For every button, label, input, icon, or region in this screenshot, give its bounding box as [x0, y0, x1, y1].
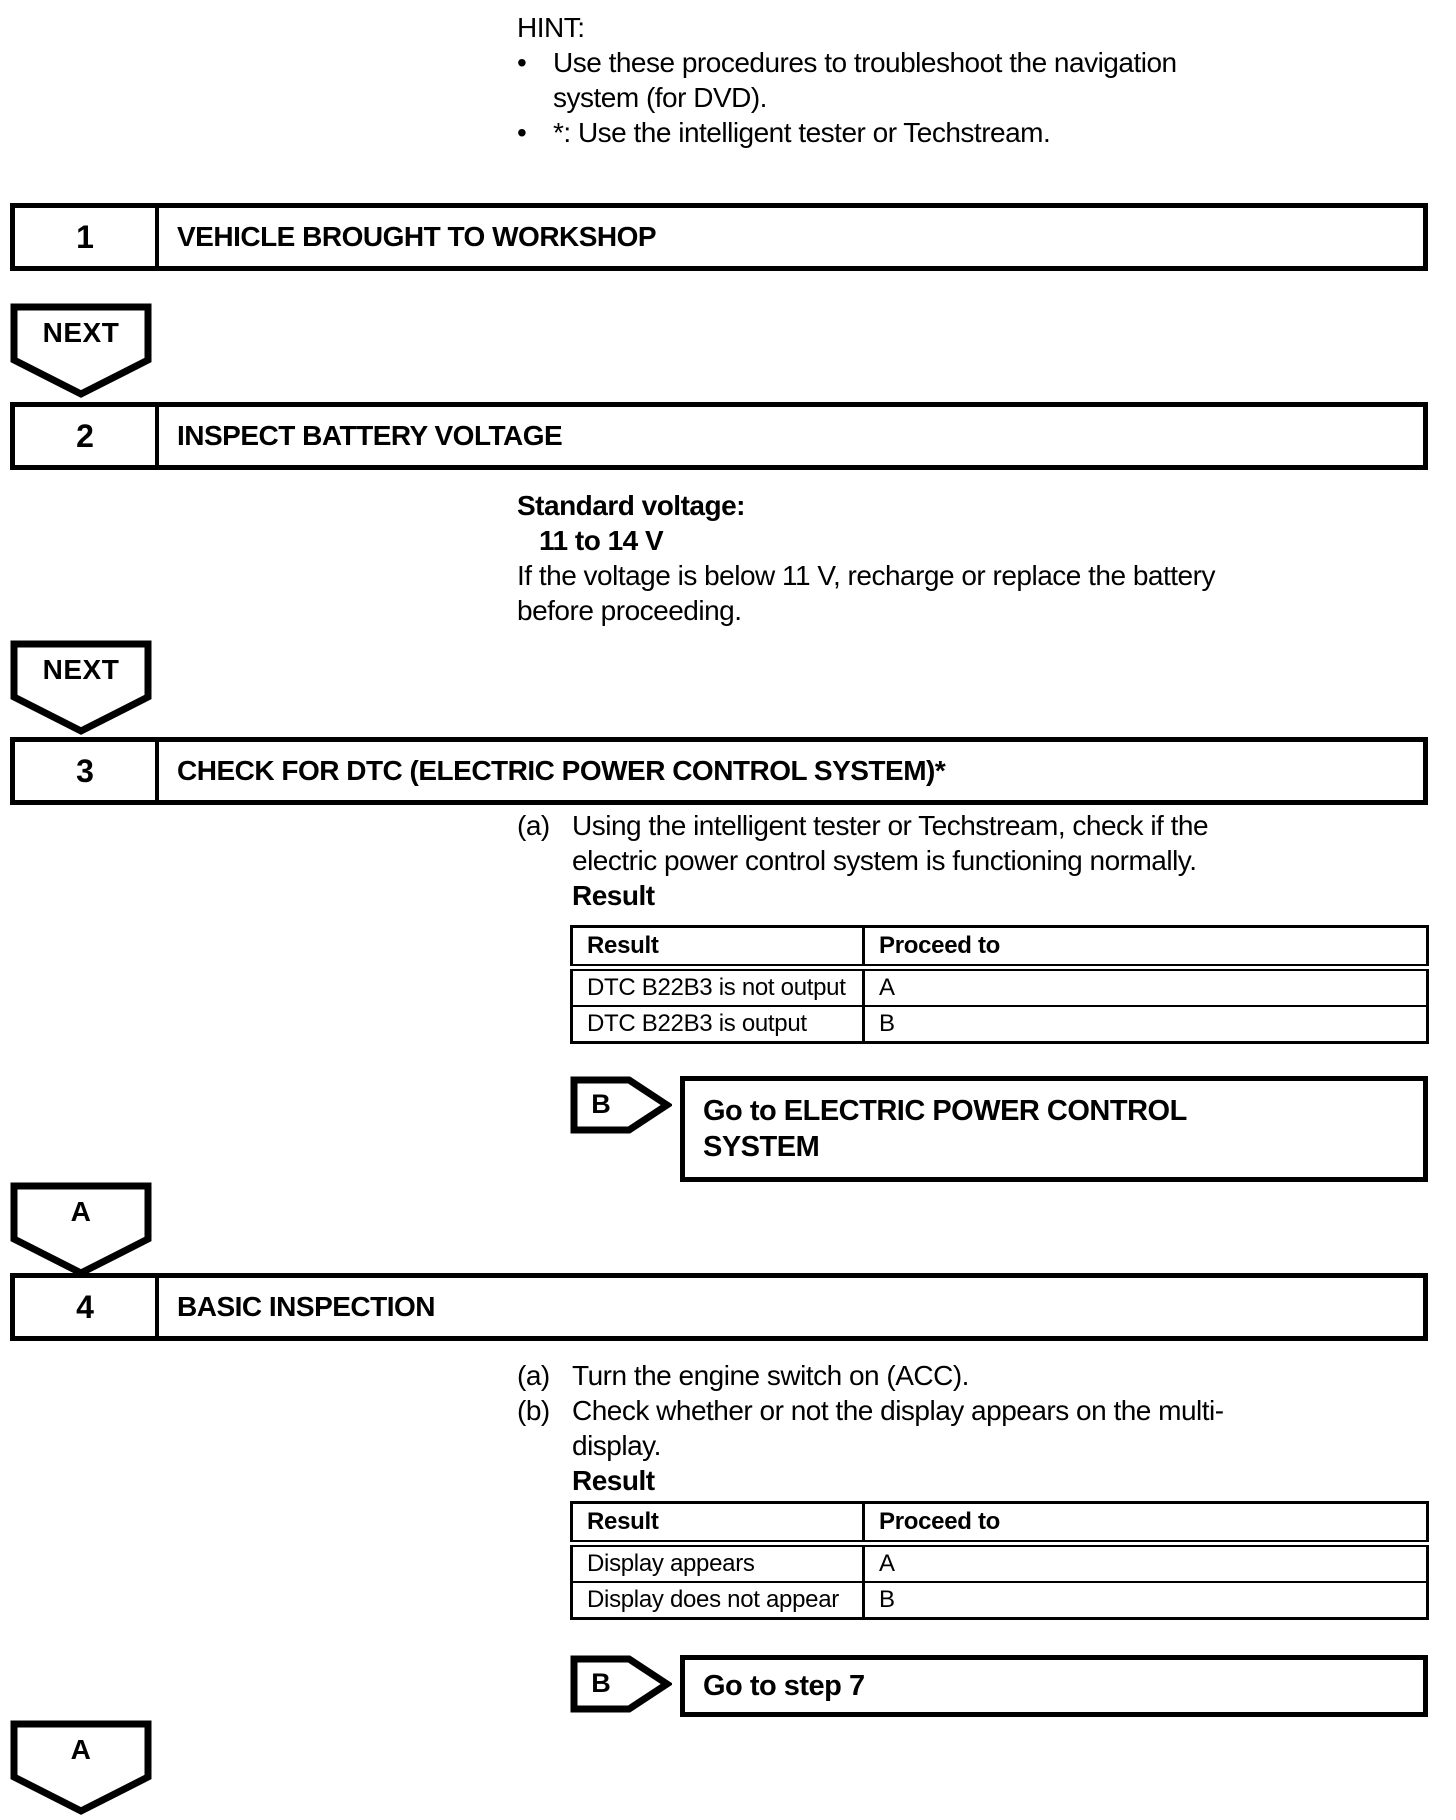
- step-3-title: CHECK FOR DTC (ELECTRIC POWER CONTROL SY…: [177, 755, 946, 786]
- step-2-box: 2 INSPECT BATTERY VOLTAGE: [10, 402, 1428, 470]
- table-row: DTC B22B3 is not output A: [570, 966, 1429, 1007]
- step-3-item-a-line-2: electric power control system is functio…: [572, 845, 1197, 876]
- proceed-to-column-header: Proceed to: [862, 925, 1429, 971]
- step-3-item-a: (a) Using the intelligent tester or Tech…: [517, 808, 1209, 913]
- step-4-item-b-line-1: Check whether or not the display appears…: [572, 1395, 1224, 1426]
- step-4-number: 4: [15, 1278, 159, 1336]
- branch-b-label: B: [591, 1088, 611, 1119]
- goto-step-7-text: Go to step 7: [703, 1670, 865, 1702]
- standard-voltage-heading: Standard voltage:: [517, 490, 745, 521]
- result-label: Result: [572, 1465, 655, 1496]
- result-column-header: Result: [570, 1501, 865, 1547]
- item-a-marker: (a): [517, 1360, 550, 1391]
- goto-electric-power-box: Go to ELECTRIC POWER CONTROL SYSTEM: [680, 1076, 1428, 1182]
- pennant-down-icon: [10, 1720, 152, 1815]
- step-3-result-table: Result Proceed to DTC B22B3 is not outpu…: [570, 925, 1429, 1044]
- table-row: Display appears A: [570, 1542, 1429, 1583]
- bullet-icon: •: [517, 117, 527, 148]
- goto-line-2: SYSTEM: [703, 1131, 820, 1163]
- pennant-down-icon: [10, 1182, 152, 1277]
- next-banner-2-label: NEXT: [42, 654, 120, 685]
- goto-line-1: Go to ELECTRIC POWER CONTROL: [703, 1095, 1187, 1127]
- step-4-item-a: (a) Turn the engine switch on (ACC).: [517, 1358, 1224, 1393]
- item-b-marker: (b): [517, 1395, 550, 1426]
- voltage-note-line-1: If the voltage is below 11 V, recharge o…: [517, 560, 1215, 591]
- pennant-right-icon: [570, 1655, 674, 1713]
- step-4-title: BASIC INSPECTION: [177, 1291, 436, 1322]
- step-1-box: 1 VEHICLE BROUGHT TO WORKSHOP: [10, 203, 1428, 271]
- result-column-header: Result: [570, 925, 865, 971]
- step-2-number: 2: [15, 407, 159, 465]
- step-4-branch-b: B Go to step 7: [570, 1655, 1428, 1717]
- goto-step-7-box: Go to step 7: [680, 1655, 1428, 1717]
- step-1-title: VEHICLE BROUGHT TO WORKSHOP: [177, 221, 657, 252]
- step-3-item-a-line-1: Using the intelligent tester or Techstre…: [572, 810, 1209, 841]
- step-4-item-a-text: Turn the engine switch on (ACC).: [572, 1360, 969, 1391]
- result-cell: Display does not appear: [570, 1581, 865, 1620]
- result-label: Result: [572, 880, 655, 911]
- step-4-result-table: Result Proceed to Display appears A Disp…: [570, 1501, 1429, 1620]
- next-banner-1-label: NEXT: [42, 317, 120, 348]
- table-header-row: Result Proceed to: [570, 925, 1429, 971]
- hint-item-1: • Use these procedures to troubleshoot t…: [517, 45, 1177, 80]
- step-4-items: (a) Turn the engine switch on (ACC). (b)…: [517, 1358, 1224, 1498]
- pennant-down-icon: [10, 640, 152, 735]
- result-cell: DTC B22B3 is output: [570, 1005, 865, 1044]
- pennant-down-icon: [10, 303, 152, 398]
- step-4-item-b: (b) Check whether or not the display app…: [517, 1393, 1224, 1498]
- a-banner-2: A: [10, 1720, 152, 1816]
- proceed-cell: B: [862, 1005, 1429, 1044]
- table-row: DTC B22B3 is output B: [570, 1005, 1429, 1044]
- branch-b-arrow: B: [570, 1655, 674, 1713]
- hint-block: HINT: • Use these procedures to troubles…: [517, 10, 1177, 150]
- result-cell: DTC B22B3 is not output: [570, 966, 865, 1007]
- proceed-to-column-header: Proceed to: [862, 1501, 1429, 1547]
- hint-item-1-line-1: Use these procedures to troubleshoot the…: [553, 47, 1177, 78]
- step-1-number: 1: [15, 208, 159, 266]
- branch-b-label: B: [591, 1667, 611, 1698]
- item-a-marker: (a): [517, 810, 550, 841]
- step-2-title: INSPECT BATTERY VOLTAGE: [177, 420, 563, 451]
- next-banner-1: NEXT: [10, 303, 152, 399]
- step-3-box: 3 CHECK FOR DTC (ELECTRIC POWER CONTROL …: [10, 737, 1428, 805]
- table-header-row: Result Proceed to: [570, 1501, 1429, 1547]
- step-2-detail: Standard voltage: 11 to 14 V If the volt…: [517, 488, 1215, 628]
- voltage-note-line-2: before proceeding.: [517, 595, 742, 626]
- proceed-cell: A: [862, 966, 1429, 1007]
- proceed-cell: B: [862, 1581, 1429, 1620]
- pennant-right-icon: [570, 1076, 674, 1134]
- hint-item-1-line-2: system (for DVD).: [553, 82, 767, 113]
- result-cell: Display appears: [570, 1542, 865, 1583]
- step-4-box: 4 BASIC INSPECTION: [10, 1273, 1428, 1341]
- proceed-cell: A: [862, 1542, 1429, 1583]
- step-4-item-b-line-2: display.: [572, 1430, 661, 1461]
- step-3-number: 3: [15, 742, 159, 800]
- bullet-icon: •: [517, 47, 527, 78]
- hint-label: HINT:: [517, 12, 585, 43]
- next-banner-2: NEXT: [10, 640, 152, 736]
- table-row: Display does not appear B: [570, 1581, 1429, 1620]
- branch-b-arrow: B: [570, 1076, 674, 1134]
- a-banner-1: A: [10, 1182, 152, 1278]
- a-banner-2-label: A: [70, 1734, 92, 1765]
- hint-item-2-text: *: Use the intelligent tester or Techstr…: [553, 117, 1051, 148]
- step-3-branch-b: B Go to ELECTRIC POWER CONTROL SYSTEM: [570, 1076, 1428, 1182]
- a-banner-1-label: A: [70, 1196, 92, 1227]
- hint-item-2: • *: Use the intelligent tester or Techs…: [517, 115, 1177, 150]
- standard-voltage-value: 11 to 14 V: [539, 525, 664, 556]
